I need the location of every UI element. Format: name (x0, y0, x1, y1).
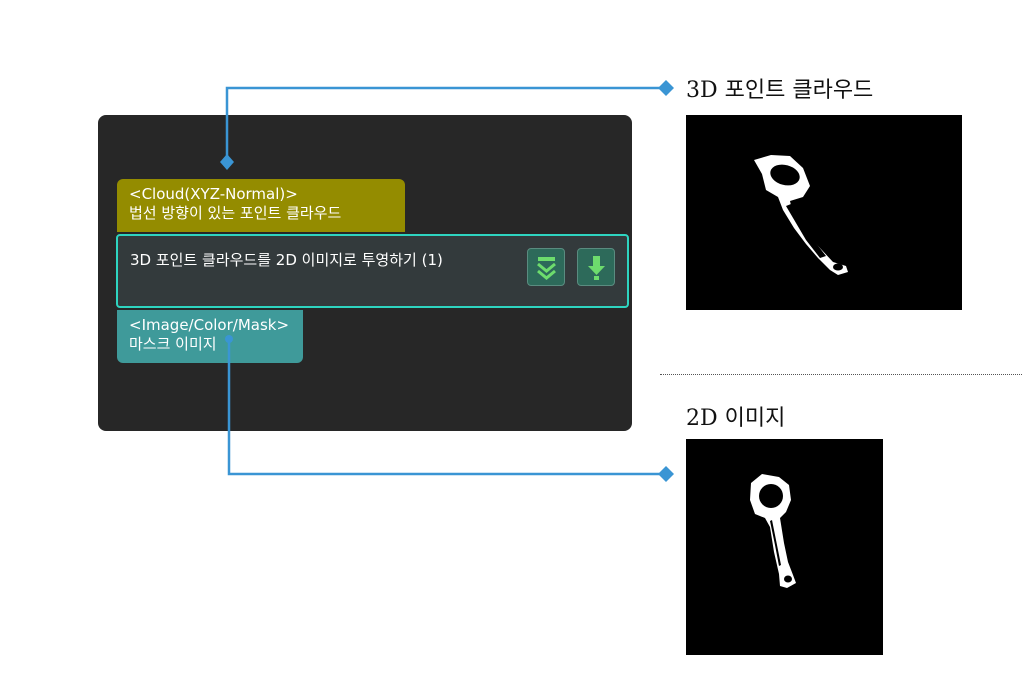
input-connector-diamond-node (220, 154, 234, 170)
point-cloud-caption: 3D 포인트 클라우드 (686, 72, 873, 104)
connecting-rod-mask (686, 439, 883, 655)
input-connector-diamond-end (658, 80, 674, 96)
section-divider (660, 374, 1022, 375)
point-cloud-preview (686, 115, 962, 310)
output-connector (229, 339, 665, 474)
output-connector-dot (225, 335, 233, 343)
connecting-rod-point-cloud (686, 115, 962, 310)
image-caption: 2D 이미지 (686, 400, 785, 432)
mask-image-preview (686, 439, 883, 655)
output-connector-diamond-end (658, 466, 674, 482)
input-connector (227, 88, 665, 162)
